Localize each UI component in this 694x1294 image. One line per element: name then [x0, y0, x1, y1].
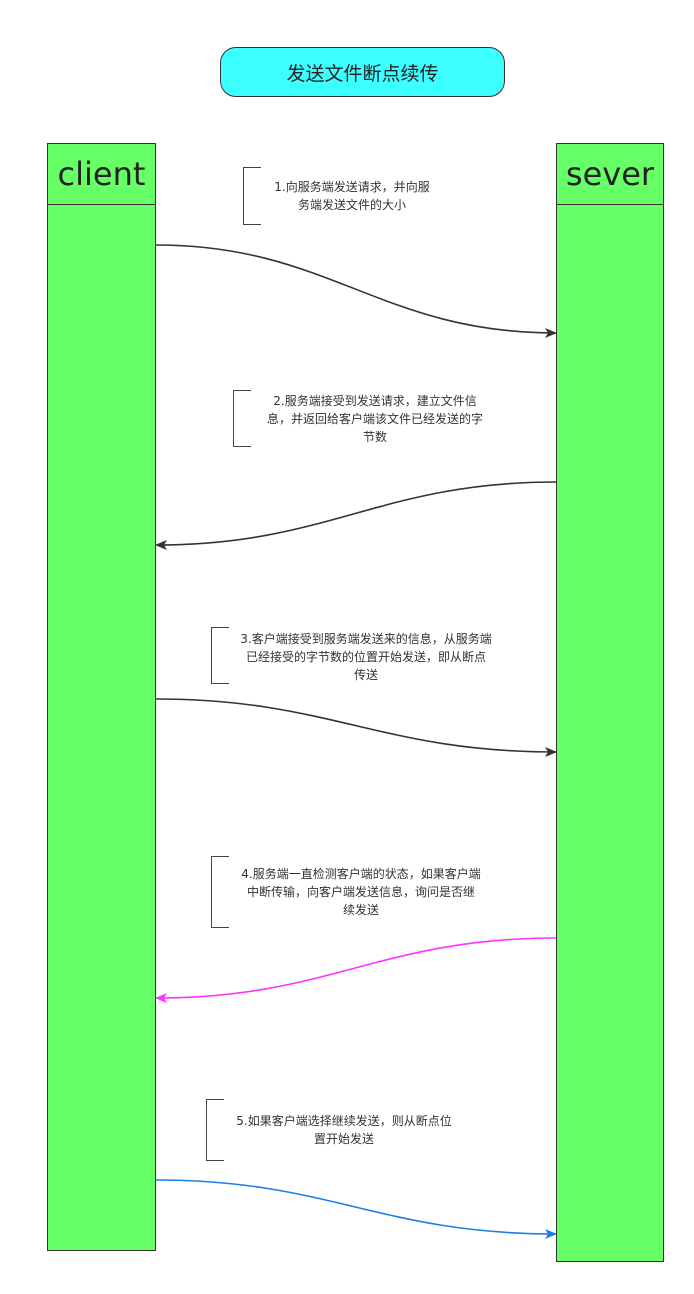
- note-4-bracket: [211, 856, 229, 928]
- arrow-step3-client-to-server: [155, 698, 557, 757]
- note-5-bracket: [206, 1099, 224, 1161]
- arrow-step1-client-to-server: [155, 244, 557, 338]
- note-2-text: 2.服务端接受到发送请求，建立文件信 息，并返回给客户端该文件已经发送的字 节数: [266, 394, 483, 444]
- client-lifeline: client: [47, 143, 156, 1251]
- note-3-text: 3.客户端接受到服务端发送来的信息，从服务端 已经接受的字节数的位置开始发送，即…: [240, 632, 492, 682]
- server-lifeline: sever: [556, 143, 664, 1262]
- note-4-text: 4.服务端一直检测客户端的状态，如果客户端 中断传输，向客户端发送信息，询问是否…: [241, 867, 481, 917]
- note-3-bracket: [211, 627, 229, 684]
- arrow-step5-client-to-server: [155, 1179, 557, 1239]
- note-2-bracket: [233, 390, 251, 447]
- server-lane-header: sever: [557, 144, 663, 205]
- diagram-title: 发送文件断点续传: [220, 47, 505, 97]
- arrow-step4-server-to-client: [155, 937, 557, 1003]
- arrow-step2-server-to-client: [155, 481, 557, 550]
- client-lane-header: client: [48, 144, 155, 205]
- note-5-text: 5.如果客户端选择继续发送，则从断点位 置开始发送: [236, 1114, 452, 1146]
- note-1-text: 1.向服务端发送请求，并向服 务端发送文件的大小: [274, 180, 430, 212]
- note-1-bracket: [243, 167, 261, 225]
